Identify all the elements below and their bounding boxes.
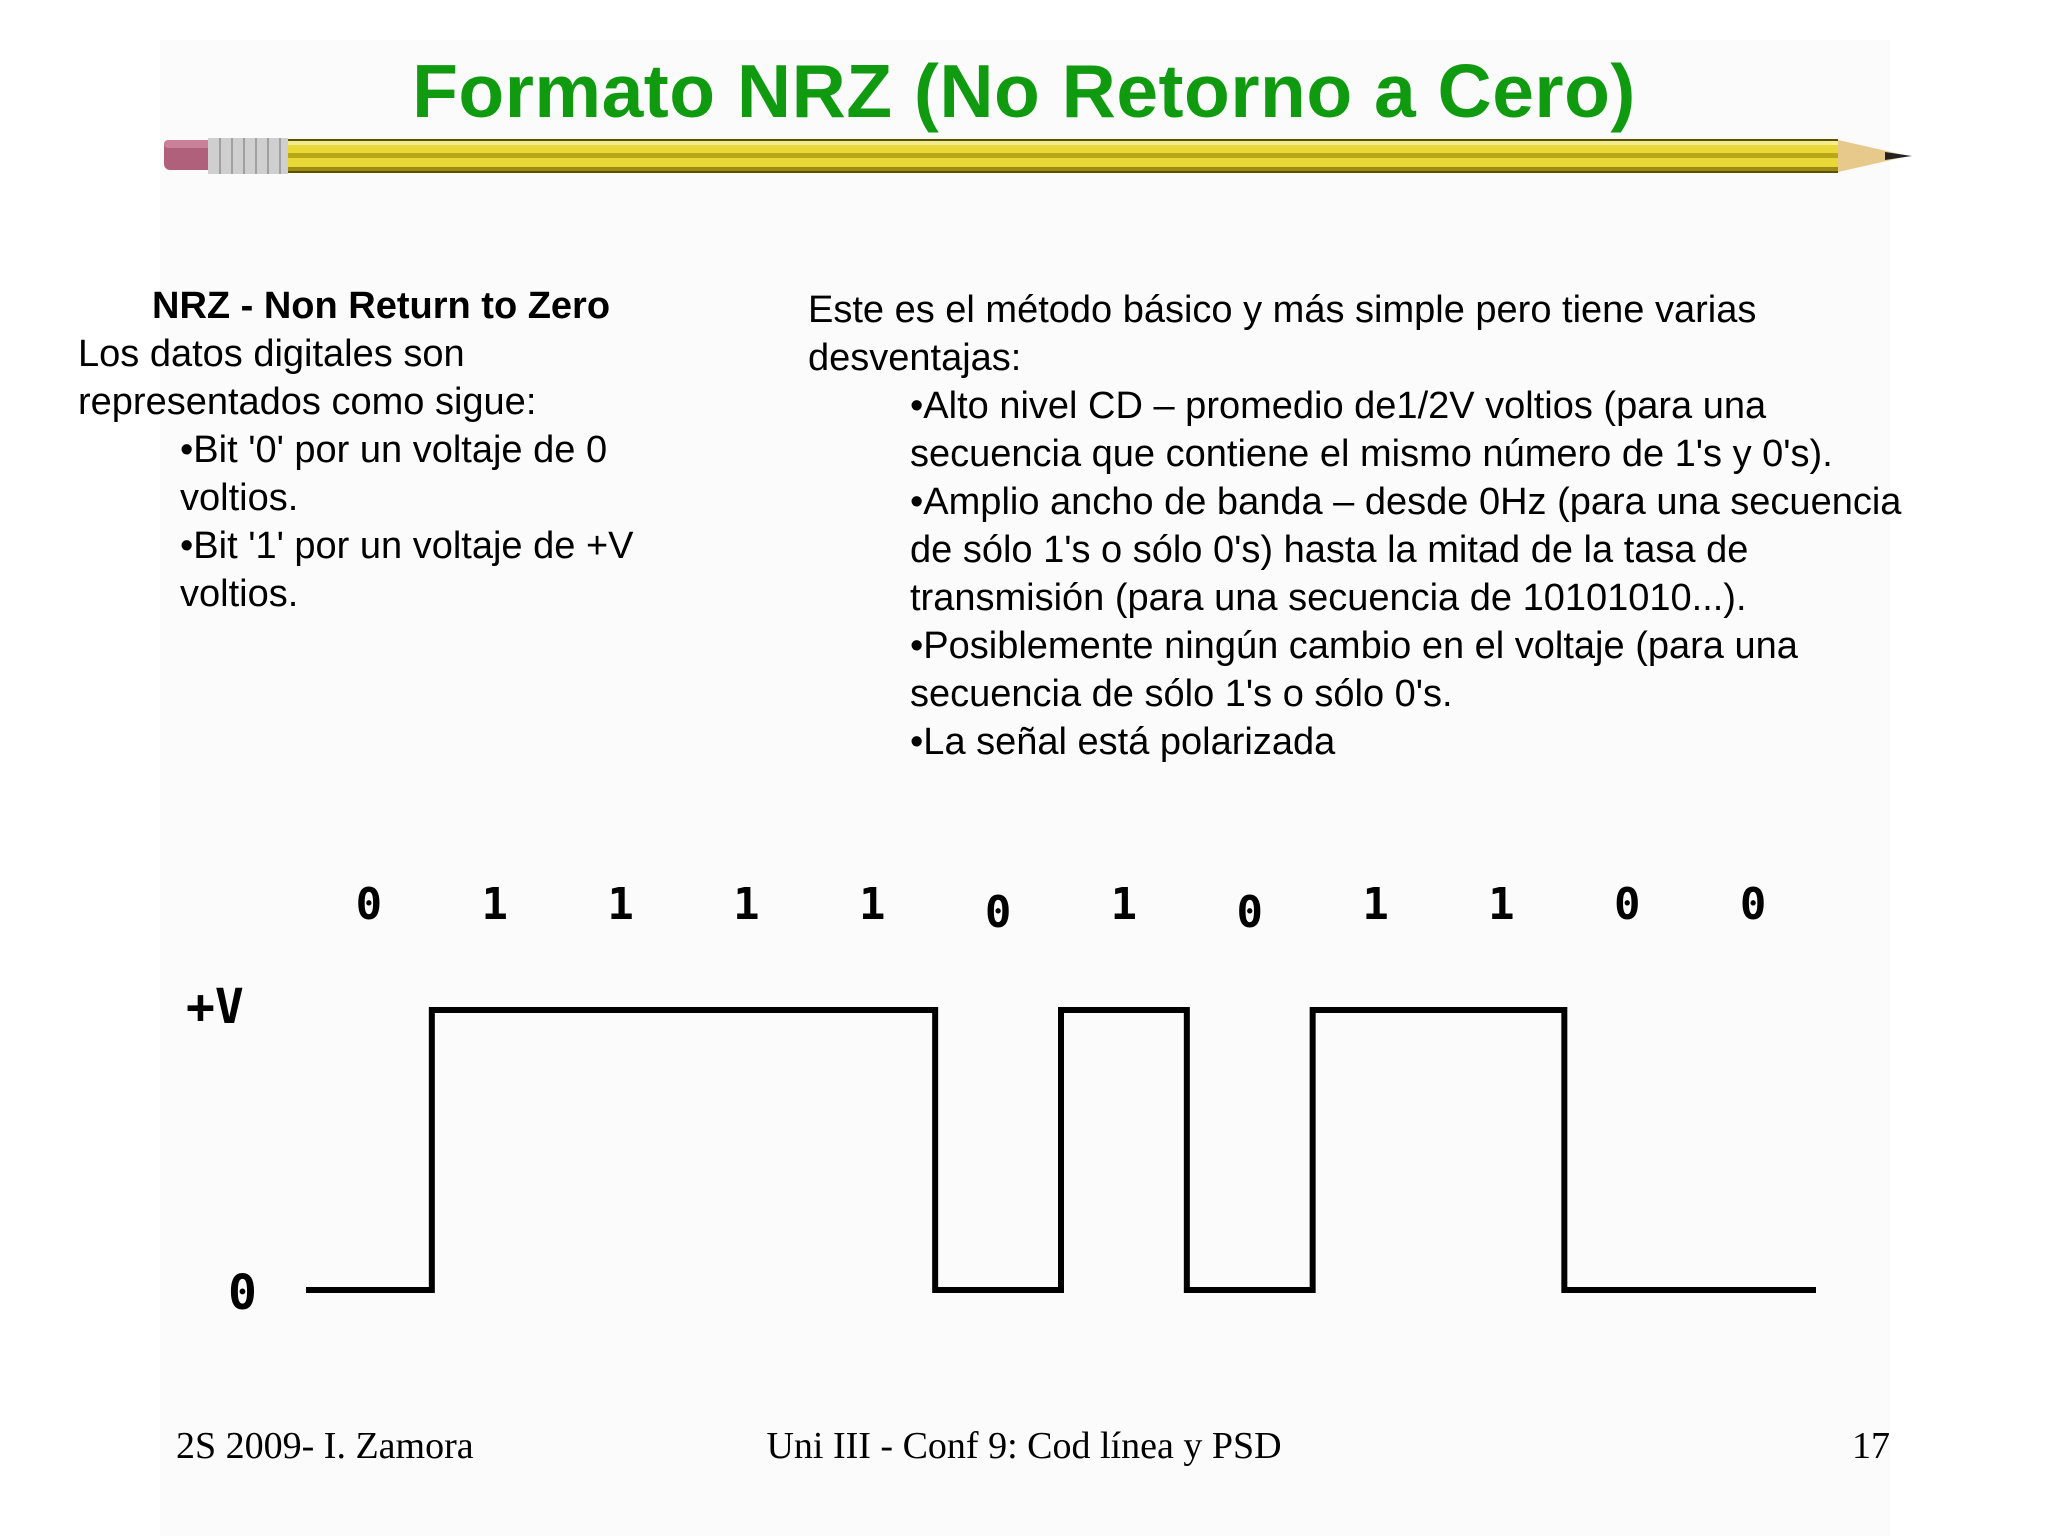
bit-label: 1 <box>859 879 886 930</box>
bit-sequence: 0 1 1 1 1 0 1 0 1 1 0 0 <box>0 880 2048 960</box>
bullet-no-change-cont: secuencia de sólo 1's o sólo 0's. <box>910 673 1453 715</box>
bullet-bit-zero-cont: voltios. <box>180 477 299 519</box>
right-intro-line: Este es el método básico y más simple pe… <box>808 289 1757 331</box>
bullet-bandwidth-cont: de sólo 1's o sólo 0's) hasta la mitad d… <box>910 529 1749 571</box>
nrz-heading: NRZ - Non Return to Zero <box>152 285 611 327</box>
left-intro-line: Los datos digitales son <box>78 333 465 375</box>
low-level-label: 0 <box>228 1265 257 1321</box>
bullet-bandwidth-cont: transmisión (para una secuencia de 10101… <box>910 577 1747 619</box>
bit-label: 1 <box>733 879 760 930</box>
footer-author: 2S 2009- I. Zamora <box>176 1425 474 1467</box>
bullet-bit-one: •Bit '1' por un voltaje de +V <box>180 525 634 567</box>
bit-label: 1 <box>1362 879 1389 930</box>
pencil-tip <box>1838 140 1900 172</box>
bit-label: 0 <box>1739 879 1767 930</box>
bullet-no-change: •Posiblemente ningún cambio en el voltaj… <box>910 625 1798 667</box>
bullet-dc-level: •Alto nivel CD – promedio de1/2V voltios… <box>910 385 1767 427</box>
high-level-label: +V <box>186 979 244 1035</box>
bit-label: 0 <box>1236 887 1264 938</box>
slide-title: Formato NRZ (No Retorno a Cero) <box>412 49 1636 133</box>
footer-course: Uni III - Conf 9: Cod línea y PSD <box>766 1425 1282 1467</box>
bit-label: 0 <box>355 879 383 930</box>
bit-label: 1 <box>481 879 509 930</box>
left-intro-line: representados como sigue: <box>78 381 537 423</box>
slide-background <box>160 40 1890 1536</box>
bit-label: 1 <box>1488 879 1515 930</box>
bullet-dc-level-cont: secuencia que contiene el mismo número d… <box>910 433 1833 475</box>
bullet-polarized: •La señal está polarizada <box>910 721 1336 763</box>
bit-label: 0 <box>984 887 1012 938</box>
bullet-bit-one-cont: voltios. <box>180 573 299 615</box>
bit-label: 1 <box>1110 879 1138 930</box>
bit-label: 1 <box>607 879 634 930</box>
bullet-bandwidth: •Amplio ancho de banda – desde 0Hz (para… <box>910 481 1902 523</box>
right-intro-line: desventajas: <box>808 337 1022 379</box>
bullet-bit-zero: •Bit '0' por un voltaje de 0 <box>180 429 608 471</box>
pencil-divider <box>164 138 1912 174</box>
left-column: NRZ - Non Return to Zero Los datos digit… <box>78 282 718 618</box>
bit-label: 0 <box>1614 879 1641 930</box>
pencil-ferrule <box>208 138 288 174</box>
right-column: Este es el método básico y más simple pe… <box>808 286 2008 766</box>
footer-page-number: 17 <box>1852 1425 1890 1467</box>
